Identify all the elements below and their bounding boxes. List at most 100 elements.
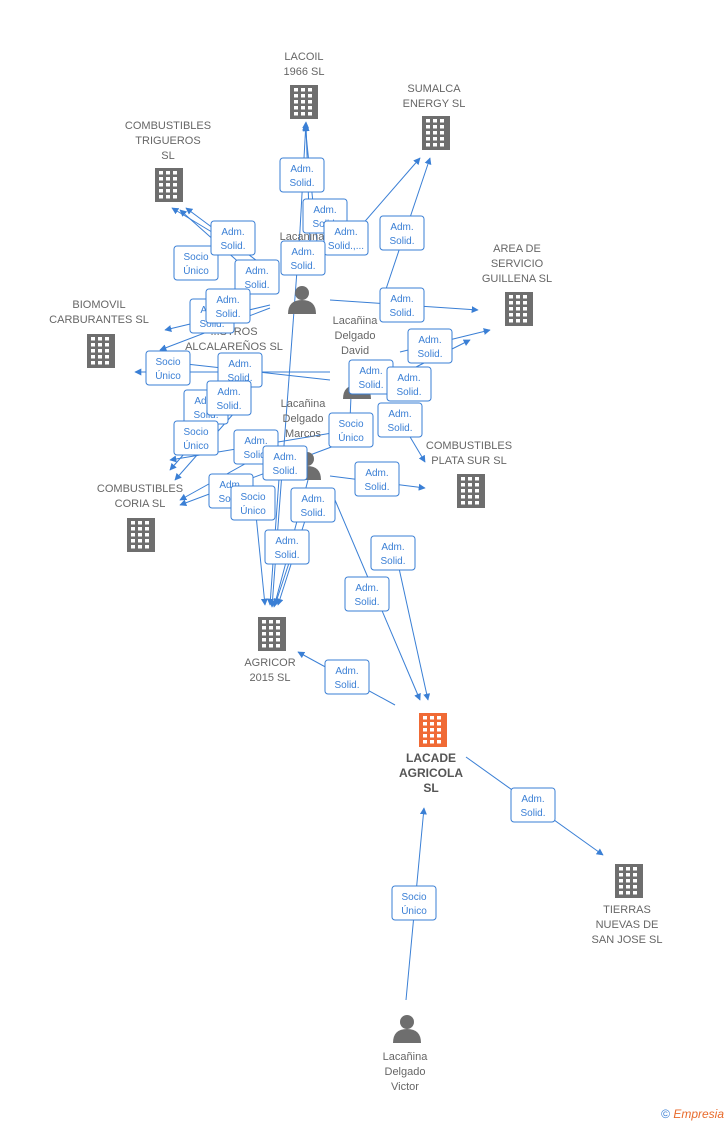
building-icon (422, 116, 450, 150)
edge-label-text: Único (240, 504, 266, 517)
edge-label-text: Socio (401, 892, 426, 903)
edge-label[interactable]: Adm.Solid. (407, 328, 453, 364)
edge-label[interactable]: Adm.Solid. (210, 220, 256, 256)
edge-label[interactable]: Adm.Solid. (264, 529, 310, 565)
node-label: CARBURANTES SL (49, 314, 149, 326)
edge-label-text: Socio (240, 492, 265, 503)
edge-label-text: Adm. (388, 409, 411, 420)
node-label: COMBUSTIBLES (97, 483, 183, 495)
edge-label[interactable]: Adm.Solid. (344, 576, 390, 612)
building-icon (290, 85, 318, 119)
edge-label-box (173, 245, 219, 281)
node-label: GUILLENA SL (482, 273, 552, 285)
edge-label[interactable]: Adm.Solid. (234, 259, 280, 295)
node-label: LACOIL (284, 51, 323, 63)
node-label: Delgado (335, 330, 376, 342)
node-label: Delgado (283, 413, 324, 425)
edge-label-text: Solid. (216, 401, 241, 412)
edge-label[interactable]: Adm.Solid. (370, 535, 416, 571)
edge-label[interactable]: Adm.Solid. (280, 240, 326, 276)
edge-label-text: Adm. (194, 396, 217, 407)
edge-label[interactable]: Adm.Solid. (386, 366, 432, 402)
edge-label[interactable]: Adm.Solid. (262, 445, 308, 481)
person-icon (288, 286, 316, 314)
edge-label-text: Solid. (215, 309, 240, 320)
edge-line (254, 504, 268, 606)
edge-label-box (386, 366, 432, 402)
edge-label-box (370, 535, 416, 571)
edge-label-box (328, 412, 374, 448)
edge-label-text: Adm. (217, 387, 240, 398)
edge-label[interactable]: Adm.Solid. (354, 461, 400, 497)
edge-line (394, 549, 431, 701)
edge-label-box (210, 220, 256, 256)
edge-label[interactable]: Adm.Solid. (510, 787, 556, 823)
edge-label-text: Adm. (365, 468, 388, 479)
node-p_top[interactable]: LacañinaD... (280, 231, 326, 314)
building-icon (258, 617, 286, 651)
edge-label-text: Solid. (389, 236, 414, 247)
edge-label-text: Adm. (301, 494, 324, 505)
edge-label-text: Único (338, 431, 364, 444)
edge-label[interactable]: Adm.Solid. (348, 359, 394, 395)
edge-label-box (354, 461, 400, 497)
node-label: SAN JOSE SL (592, 934, 663, 946)
node-label: COMBUSTIBLES (426, 440, 512, 452)
edge-label[interactable]: Adm. Solid. (324, 659, 370, 695)
brand-name: Empresia (673, 1107, 724, 1121)
node-label: 1966 SL (284, 66, 325, 78)
edge-label-text: Adm. (313, 205, 336, 216)
edge-label-text: Solid. (243, 450, 268, 461)
edge-label-text: Solid. (387, 423, 412, 434)
node-lacoil[interactable]: LACOIL 1966 SL (284, 51, 325, 119)
edge-label[interactable]: Adm.Solid.,... (323, 220, 369, 256)
edge-label-text: Adm. (275, 536, 298, 547)
building-icon (457, 474, 485, 508)
edge-label-text: Solid. (380, 556, 405, 567)
edge-label-text: Solid.,... (328, 241, 364, 252)
edge-label-box (280, 240, 326, 276)
edge-label[interactable]: Adm. Solid. (206, 380, 252, 416)
edge-label-text: Adm. (355, 583, 378, 594)
edge-label[interactable]: Adm.Solid. (205, 288, 251, 324)
edge-label-box (230, 485, 276, 521)
edge-label[interactable]: Adm.Solid. (279, 157, 325, 193)
edge-label[interactable]: Adm. Solid. (379, 215, 425, 251)
node-label: NUEVAS DE (596, 919, 659, 931)
edge-label-text: Adm. (245, 266, 268, 277)
edge-label-text: Solid. (199, 319, 224, 330)
edge-label[interactable]: Adm. Solid. (290, 487, 336, 523)
building-icon (155, 168, 183, 202)
building-icon (127, 518, 155, 552)
edge-label[interactable]: Adm. Solid. (377, 402, 423, 438)
edge-label[interactable]: Adm.Solid. (379, 287, 425, 323)
edge-label-text: Solid. (227, 373, 252, 384)
edge-label-text: Socio (155, 357, 180, 368)
edge-label-text: Solid. (358, 380, 383, 391)
node-label: COMBUSTIBLES (125, 120, 211, 132)
edge-label-text: Solid. (334, 680, 359, 691)
edge-label-text: Solid. (300, 508, 325, 519)
edge-label-text: Solid. (290, 261, 315, 272)
edge-label-box (279, 157, 325, 193)
node-label: David (341, 345, 369, 357)
edge-label-text: Adm. (390, 222, 413, 233)
edge-label-text: Adm. (335, 666, 358, 677)
